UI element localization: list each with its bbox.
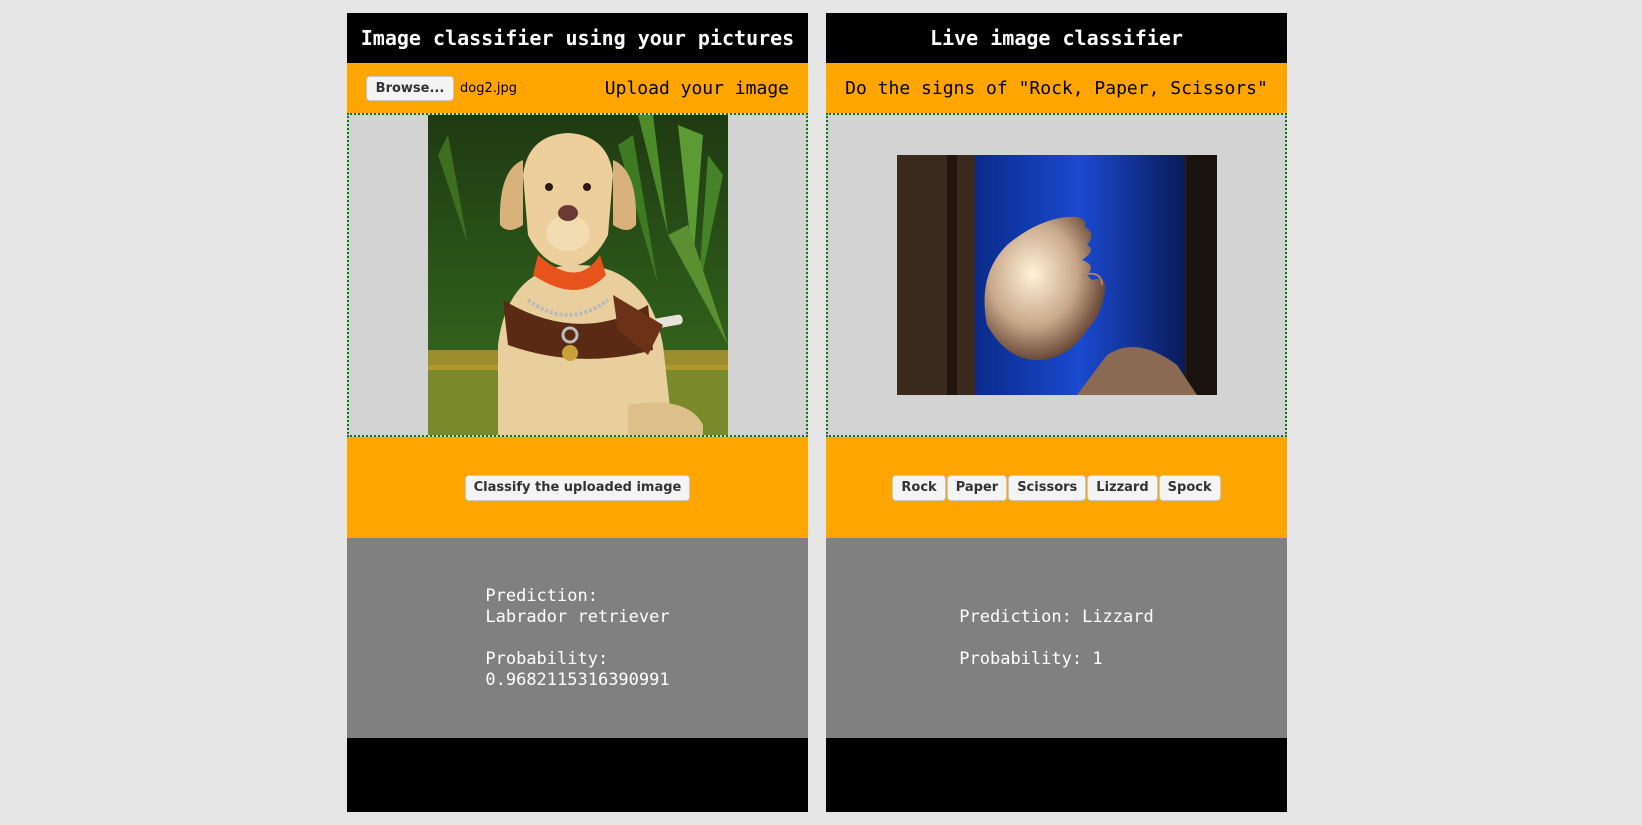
- result-spacer: [959, 628, 1153, 649]
- lizzard-button[interactable]: Lizzard: [1087, 474, 1158, 501]
- webcam-area: [826, 113, 1287, 437]
- live-prediction: Prediction: Lizzard: [959, 606, 1154, 627]
- upload-label: Upload your image: [604, 77, 789, 99]
- probability-label: Probability:: [485, 648, 609, 669]
- spock-button[interactable]: Spock: [1158, 474, 1221, 501]
- browse-button[interactable]: Browse...: [366, 75, 454, 101]
- classify-controls: Classify the uploaded image: [347, 437, 808, 538]
- live-result-text: Prediction: Lizzard Probability: 1: [959, 607, 1153, 670]
- live-classifier-title: Live image classifier: [826, 13, 1287, 63]
- rock-button[interactable]: Rock: [892, 474, 946, 501]
- live-result-panel: Prediction: Lizzard Probability: 1: [826, 538, 1287, 738]
- sign-buttons: Rock Paper Scissors Lizzard Spock: [826, 437, 1287, 538]
- upload-panel-footer: [347, 738, 808, 812]
- uploaded-dog-image: [427, 115, 728, 435]
- instructions-text: Do the signs of "Rock, Paper, Scissors": [845, 77, 1268, 99]
- upload-classifier-panel: Image classifier using your pictures Bro…: [347, 13, 808, 812]
- instructions-bar: Do the signs of "Rock, Paper, Scissors": [826, 63, 1287, 113]
- selected-file-name: dog2.jpg: [460, 80, 517, 96]
- scissors-button[interactable]: Scissors: [1008, 474, 1087, 501]
- upload-result-text: Prediction: Labrador retriever Probabili…: [485, 586, 669, 691]
- upload-classifier-title: Image classifier using your pictures: [347, 13, 808, 63]
- uploaded-image-area: [347, 113, 808, 437]
- probability-value: 0.9682115316390991: [485, 669, 670, 690]
- live-probability: Probability: 1: [959, 648, 1103, 669]
- live-panel-footer: [826, 738, 1287, 812]
- prediction-label: Prediction:: [485, 585, 598, 606]
- file-input-group: Browse... dog2.jpg: [366, 75, 517, 101]
- upload-bar: Browse... dog2.jpg Upload your image: [347, 63, 808, 113]
- result-spacer: [485, 628, 669, 649]
- upload-result-panel: Prediction: Labrador retriever Probabili…: [347, 538, 808, 738]
- live-classifier-panel: Live image classifier Do the signs of "R…: [826, 13, 1287, 812]
- paper-button[interactable]: Paper: [946, 474, 1008, 501]
- classify-button[interactable]: Classify the uploaded image: [464, 474, 691, 501]
- webcam-feed: [896, 155, 1217, 395]
- prediction-value: Labrador retriever: [485, 606, 670, 627]
